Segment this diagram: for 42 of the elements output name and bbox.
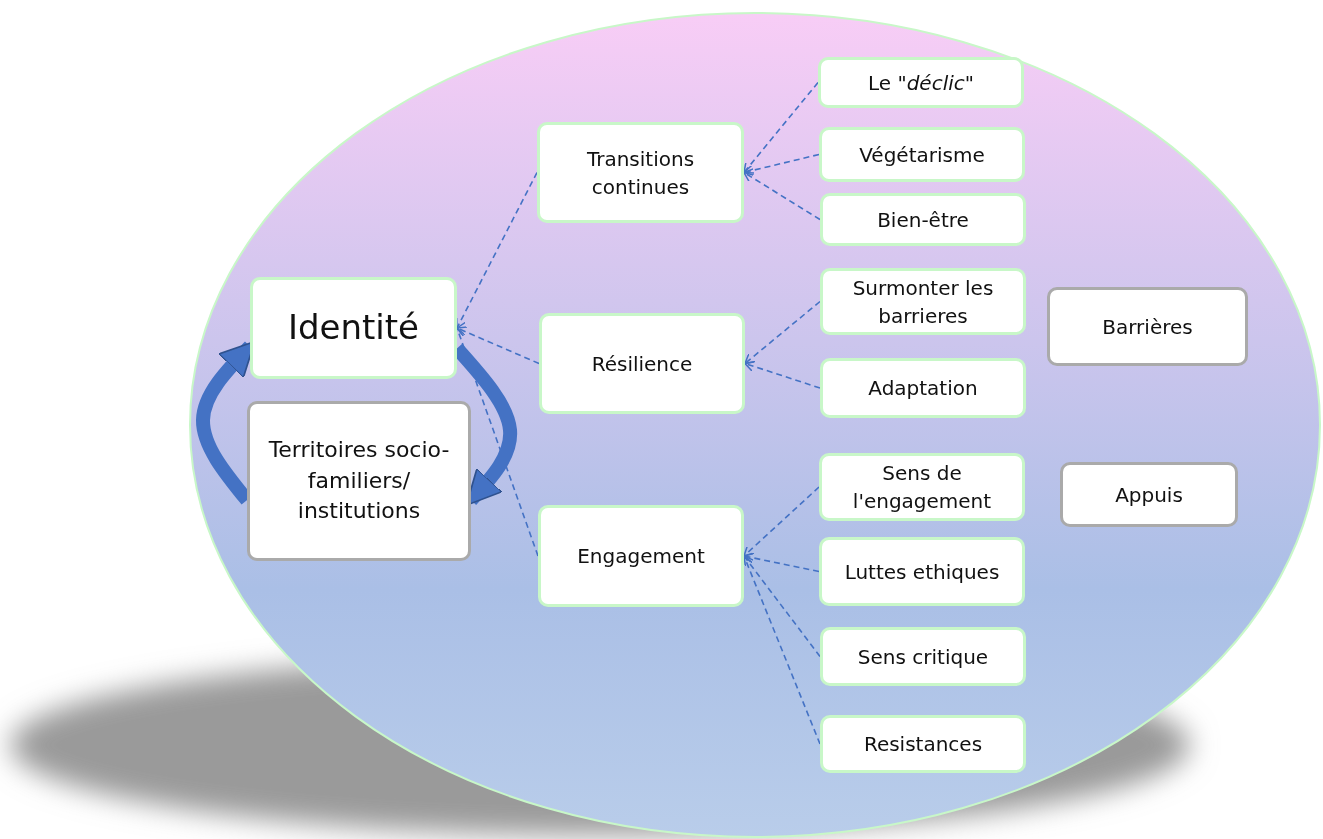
- concept-box: [539, 313, 745, 414]
- concept-box: [820, 268, 1026, 335]
- dashed-arrow: [744, 300, 821, 365]
- node-label: Surmonter les barrieres: [851, 274, 995, 330]
- node-label: Sens critique: [857, 643, 989, 671]
- node-label: Engagement: [577, 543, 705, 570]
- dashed-arrow: [743, 81, 819, 174]
- dashed-arrow: [456, 326, 540, 365]
- concept-box: [1047, 287, 1248, 366]
- concept-box: [820, 627, 1026, 686]
- node-label: Sens de l'engagement: [851, 460, 993, 515]
- concept-box: [819, 453, 1025, 521]
- concept-box: [250, 277, 457, 379]
- node-label: Luttes ethiques: [844, 558, 1000, 586]
- node-label: Resistances: [863, 731, 983, 758]
- node-label: Transitions continues: [585, 145, 696, 201]
- concept-box: [247, 401, 471, 561]
- node-label: Appuis: [1115, 481, 1183, 509]
- concept-box: [1060, 462, 1238, 527]
- concept-box: [537, 122, 744, 223]
- dashed-arrow: [743, 486, 820, 557]
- concept-box: [820, 358, 1026, 418]
- node-label: Identité: [287, 306, 420, 350]
- node-label: Résilience: [591, 350, 693, 378]
- concept-box: [818, 57, 1024, 108]
- concept-box: [538, 505, 744, 607]
- dashed-arrow: [743, 555, 821, 658]
- concept-box: [820, 193, 1026, 246]
- node-label: Bien-être: [877, 206, 969, 234]
- node-label: Végétarisme: [859, 141, 985, 169]
- concept-box: [819, 127, 1025, 182]
- dashed-arrow: [455, 171, 538, 329]
- dashed-arrow: [743, 552, 820, 573]
- dashed-arrow: [744, 360, 821, 389]
- concept-box: [819, 537, 1025, 606]
- node-label: Adaptation: [868, 375, 978, 402]
- concept-box: [820, 715, 1026, 773]
- node-label: Le "déclic": [868, 69, 974, 97]
- node-label: Territoires socio-familiers/ institutions: [267, 435, 451, 526]
- node-label: Barrières: [1102, 313, 1193, 341]
- dashed-arrow: [743, 171, 821, 221]
- dashed-arrow: [743, 153, 820, 176]
